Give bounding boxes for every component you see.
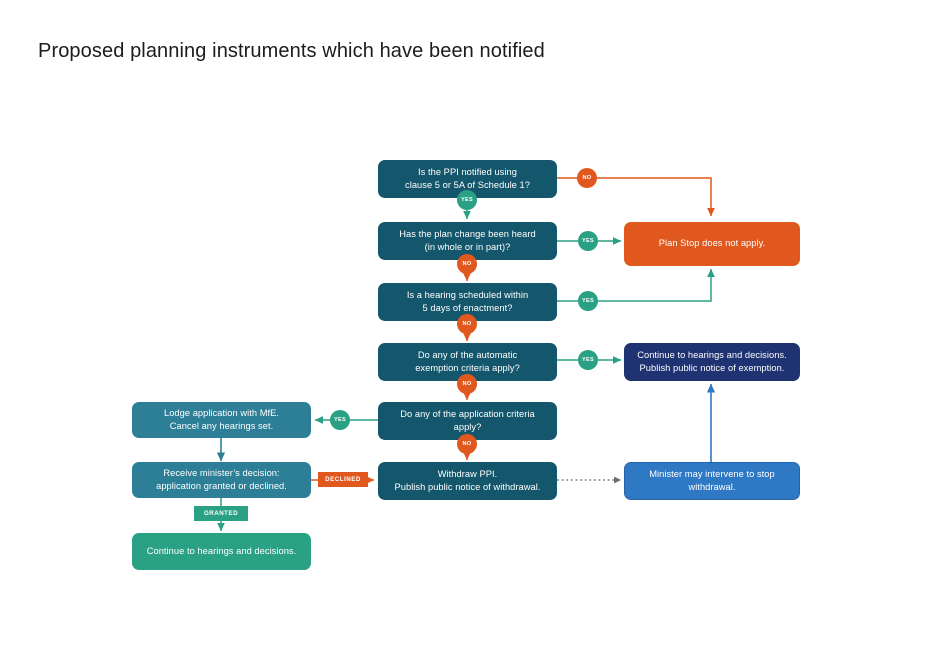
edge-label-granted: GRANTED [194,506,248,521]
edge-label-no-3-text: NO [462,321,472,327]
node-plan-change-heard-line1: Has the plan change been heard [399,228,536,239]
node-receive-decision-line2: application granted or declined. [156,481,287,491]
node-continue-hearings-exemption-line1: Continue to hearings and decisions. [637,349,787,360]
node-ppi-notified-line1: Is the PPI notified using [418,166,517,177]
node-continue-hearings-granted[interactable]: Continue to hearings and decisions. [132,533,311,570]
edge-label-declined: DECLINED [318,472,368,487]
node-continue-hearings-exemption[interactable]: Continue to hearings and decisions. Publ… [624,343,800,381]
node-plan-change-heard-line2: (in whole or in part)? [424,242,511,252]
node-continue-hearings-granted-line1: Continue to hearings and decisions. [146,545,297,556]
edge-label-no-5-text: NO [462,441,472,447]
edge-label-granted-text: GRANTED [203,510,239,517]
node-application-criteria-line2: apply? [453,422,482,432]
node-minister-intervene-line2: withdrawal. [688,482,736,492]
node-lodge-application-line1: Lodge application with MfE. [163,407,280,418]
edge-label-yes-3-text: YES [581,298,595,304]
edge-label-yes-1-text: YES [460,197,474,203]
node-minister-intervene-line1: Minister may intervene to stop [649,468,775,479]
node-hearing-scheduled-line1: Is a hearing scheduled within [406,289,529,300]
node-hearing-scheduled-line2: 5 days of enactment? [422,303,513,313]
edge-label-yes-4-text: YES [581,357,595,363]
edge-label-yes-2: YES [578,231,598,251]
edge-label-yes-5-text: YES [333,417,347,423]
edge-label-no-4-text: NO [462,381,472,387]
edge-label-yes-4: YES [578,350,598,370]
node-plan-stop-not-apply[interactable]: Plan Stop does not apply. [624,222,800,266]
edge-label-no-5: NO [457,434,477,454]
node-application-criteria[interactable]: Do any of the application criteria apply… [378,402,557,440]
edge-label-no-2: NO [457,254,477,274]
node-withdraw-ppi-line2: Publish public notice of withdrawal. [394,482,541,492]
node-lodge-application-line2: Cancel any hearings set. [169,421,274,431]
edge-label-no-1-text: NO [582,175,592,181]
node-lodge-application[interactable]: Lodge application with MfE. Cancel any h… [132,402,311,438]
edge-label-yes-3: YES [578,291,598,311]
page-title: Proposed planning instruments which have… [38,40,545,62]
edge-label-yes-1: YES [457,190,477,210]
edge-label-no-1: NO [577,168,597,188]
node-withdraw-ppi-line1: Withdraw PPI. [437,468,498,479]
node-continue-hearings-exemption-line2: Publish public notice of exemption. [639,363,785,373]
node-minister-intervene[interactable]: Minister may intervene to stop withdrawa… [624,462,800,500]
edge-label-no-2-text: NO [462,261,472,267]
node-plan-stop-not-apply-line1: Plan Stop does not apply. [658,238,766,249]
node-ppi-notified-line2: clause 5 or 5A of Schedule 1? [405,180,530,190]
node-automatic-exemption-line2: exemption criteria apply? [415,363,520,373]
node-plan-change-heard[interactable]: Has the plan change been heard (in whole… [378,222,557,260]
node-receive-decision[interactable]: Receive minister’s decision: application… [132,462,311,498]
node-receive-decision-line1: Receive minister’s decision: [163,467,280,478]
node-automatic-exemption-line1: Do any of the automatic [417,349,518,360]
edge-label-yes-5: YES [330,410,350,430]
edge-label-declined-text: DECLINED [325,476,361,483]
edge-label-no-4: NO [457,374,477,394]
edge-label-no-3: NO [457,314,477,334]
node-withdraw-ppi[interactable]: Withdraw PPI. Publish public notice of w… [378,462,557,500]
node-application-criteria-line1: Do any of the application criteria [400,408,535,419]
edge-label-yes-2-text: YES [581,238,595,244]
